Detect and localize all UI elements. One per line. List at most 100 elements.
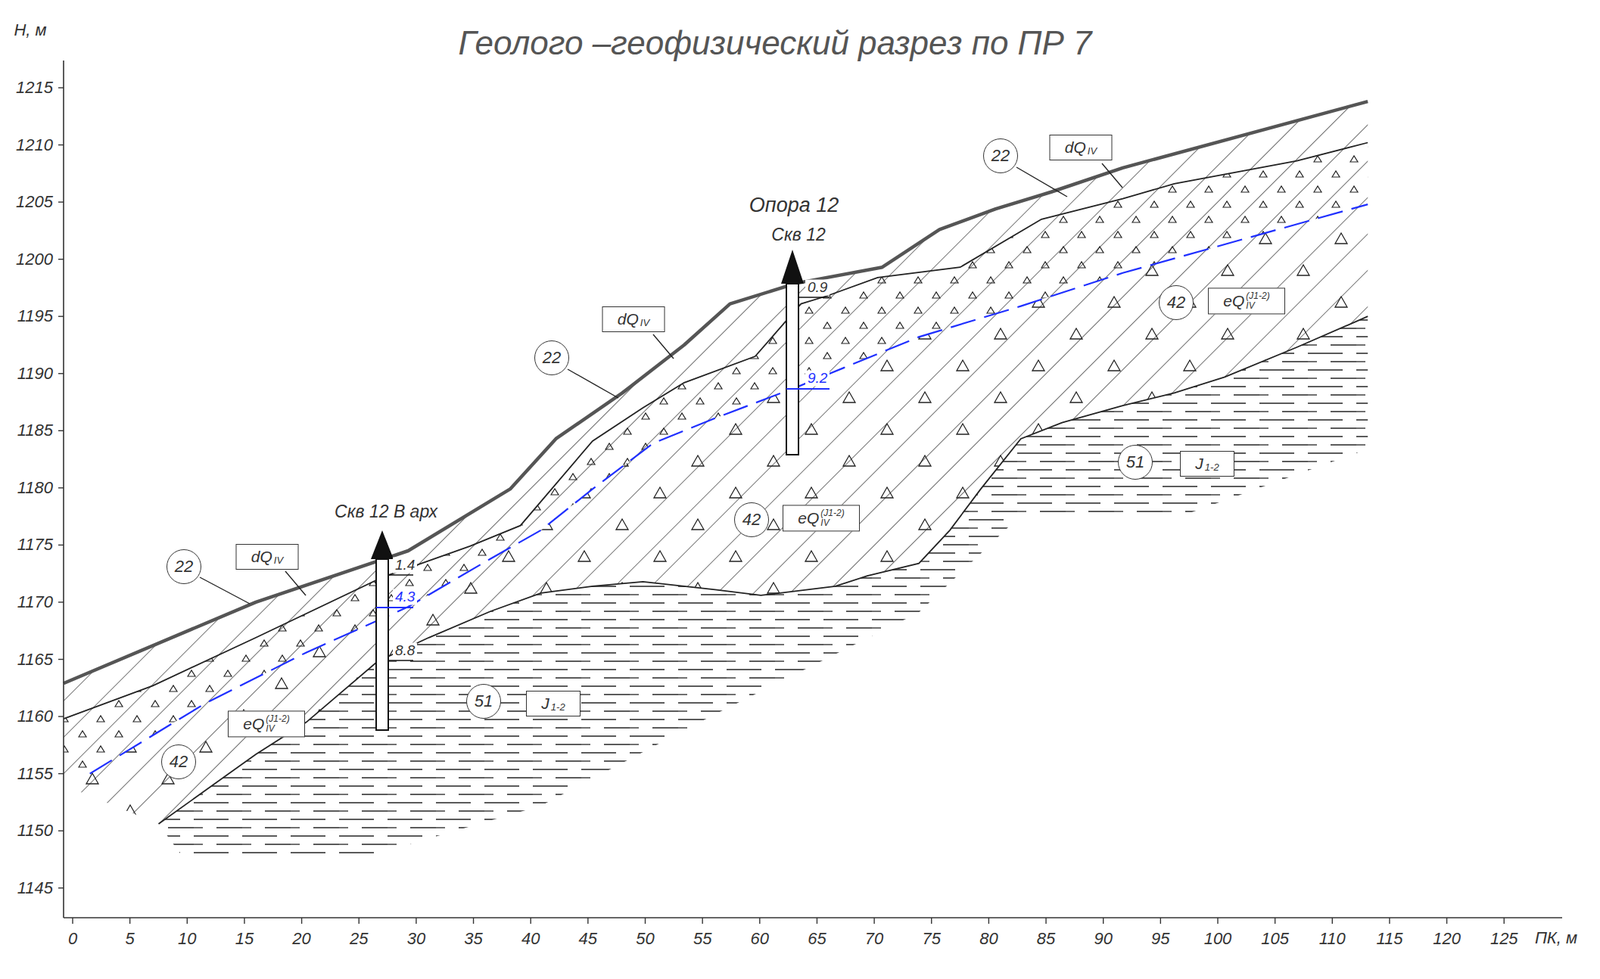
- x-tick-label: 10: [177, 930, 197, 949]
- x-tick: [530, 918, 532, 925]
- y-tick: [58, 201, 64, 203]
- layer-fills: [63, 101, 1368, 859]
- index-box: J1-2: [526, 691, 581, 717]
- x-tick: [1160, 918, 1162, 925]
- x-tick: [1045, 918, 1046, 925]
- x-tick: [644, 918, 646, 925]
- y-tick-label: 1180: [17, 479, 53, 498]
- x-tick: [1274, 918, 1276, 925]
- y-axis: [62, 60, 65, 919]
- index-superscript: (J1-2): [820, 508, 844, 519]
- index-stack: (J1-2)IV: [1245, 291, 1270, 311]
- leader-line: [1101, 163, 1123, 188]
- index-subscript: IV: [273, 554, 284, 567]
- callout-number: 42: [742, 510, 761, 530]
- callout-circle: 22: [534, 340, 570, 376]
- bedrock-boundary: [158, 316, 1369, 825]
- index-stack: (J1-2)IV: [265, 714, 290, 734]
- borehole-label: Скв 12 В арх: [334, 502, 438, 522]
- layer-index: eQ: [242, 715, 265, 734]
- index-stack: (J1-2)IV: [820, 508, 844, 528]
- index-subscript: 1-2: [550, 701, 566, 713]
- x-tick: [873, 918, 875, 925]
- y-tick: [58, 144, 64, 146]
- callout-circle: 42: [161, 744, 197, 780]
- x-tick: [415, 918, 417, 925]
- water-tick: [376, 607, 414, 609]
- axis-title: H, м: [13, 21, 47, 40]
- x-tick-label: 105: [1260, 930, 1289, 949]
- layer-boundary: [63, 143, 1368, 720]
- x-tick: [71, 918, 73, 925]
- x-axis: [63, 917, 1563, 919]
- leader-line: [653, 334, 674, 359]
- x-tick: [473, 918, 474, 925]
- y-tick: [58, 487, 64, 489]
- layer-index: J: [1195, 454, 1204, 474]
- x-tick: [930, 918, 932, 925]
- axes: [63, 60, 1563, 919]
- callout-circle: 51: [466, 684, 502, 720]
- callout-number: 22: [542, 348, 561, 368]
- x-tick-label: 65: [807, 930, 826, 949]
- callout-number: 22: [174, 557, 193, 577]
- x-tick-label: 60: [750, 930, 769, 949]
- y-tick: [58, 659, 64, 660]
- x-tick: [816, 918, 818, 925]
- callout-circle: 22: [166, 549, 202, 585]
- x-tick: [186, 918, 188, 925]
- x-tick-label: 45: [578, 930, 598, 949]
- layer-index: dQ: [617, 310, 639, 329]
- y-tick: [58, 87, 64, 88]
- x-tick-label: 50: [635, 930, 654, 949]
- callout-number: 51: [474, 691, 493, 712]
- leader-line: [567, 369, 619, 399]
- index-subscript: IV: [265, 724, 290, 735]
- x-tick-label: 0: [68, 930, 78, 949]
- x-tick-label: 5: [125, 930, 135, 949]
- y-tick: [58, 430, 64, 432]
- callout-number: 42: [169, 752, 188, 772]
- y-tick-label: 1150: [17, 821, 53, 841]
- depth-value: 0.9: [805, 280, 830, 296]
- x-tick-label: 70: [865, 930, 884, 949]
- axis-ticks: [58, 87, 1504, 925]
- x-tick: [1503, 918, 1505, 925]
- index-box: dQIV: [1049, 134, 1113, 161]
- x-tick: [1388, 918, 1390, 925]
- y-tick: [58, 258, 64, 260]
- leader-line: [1016, 167, 1068, 197]
- callout-number: 22: [991, 146, 1010, 166]
- leader-lines: [199, 163, 1123, 604]
- callout-circle: 51: [1117, 445, 1153, 480]
- x-tick-label: 80: [979, 930, 998, 949]
- x-tick-label: 15: [235, 930, 254, 949]
- x-tick: [129, 918, 131, 925]
- x-tick: [1332, 918, 1333, 925]
- y-tick-label: 1215: [15, 78, 53, 97]
- y-tick: [58, 601, 64, 603]
- index-subscript: IV: [820, 518, 844, 529]
- diagram-title: Геолого –геофизический разрез по ПР 7: [457, 24, 1092, 63]
- index-subscript: IV: [1087, 145, 1097, 157]
- x-tick-label: 95: [1151, 930, 1170, 949]
- index-subscript: IV: [1245, 301, 1270, 312]
- x-tick-label: 30: [407, 930, 426, 949]
- y-tick-label: 1165: [17, 650, 53, 669]
- layer-index: dQ: [251, 547, 273, 567]
- depth-value: 8.8: [392, 643, 418, 660]
- layer-index: eQ: [1223, 292, 1245, 311]
- y-tick: [58, 715, 64, 717]
- y-tick-label: 1155: [17, 765, 53, 784]
- x-tick: [1446, 918, 1448, 925]
- index-box: eQ(J1-2)IV: [782, 504, 860, 532]
- layer-index: J: [541, 694, 550, 713]
- x-tick-label: 100: [1204, 930, 1233, 949]
- x-tick: [988, 918, 990, 925]
- callout-circle: 42: [1158, 285, 1194, 321]
- x-tick-label: 35: [463, 930, 483, 949]
- depth-tick: [798, 296, 830, 298]
- y-tick: [58, 544, 64, 546]
- callout-circle: 42: [734, 502, 769, 538]
